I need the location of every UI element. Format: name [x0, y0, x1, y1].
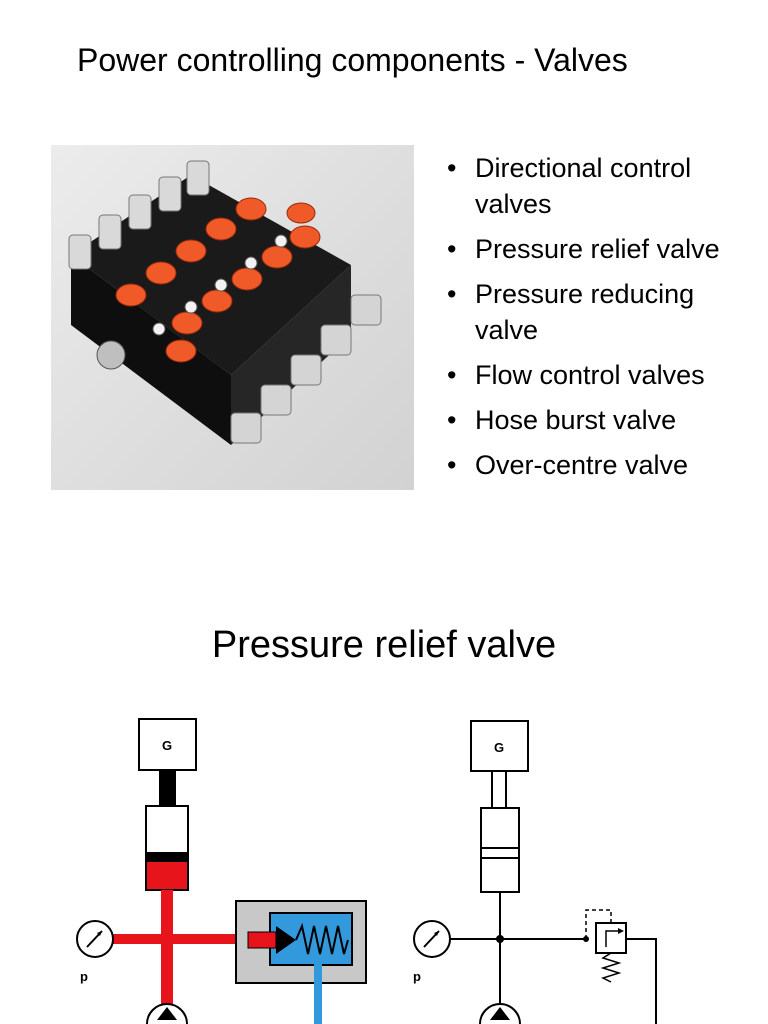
- list-item: Flow control valves: [447, 357, 762, 393]
- cutaway-diagram: G p: [76, 718, 367, 1024]
- relief-valve-symbol: [595, 922, 627, 954]
- spring-icon: [600, 952, 622, 983]
- generator-label: G: [494, 740, 504, 755]
- list-item: Directional control valves: [447, 150, 762, 222]
- slide-pressure-relief: Pressure relief valve G p: [0, 590, 768, 1024]
- symbol-diagram: G p: [413, 720, 657, 1024]
- list-item: Pressure relief valve: [447, 231, 762, 267]
- list-item: Over-centre valve: [447, 447, 762, 483]
- valve-block-photo: [51, 145, 414, 490]
- slide-title: Power controlling components - Valves: [77, 42, 628, 78]
- valve-types-list: Directional control valves Pressure reli…: [447, 150, 762, 492]
- gauge-label: p: [80, 969, 88, 984]
- valve-block-illustration: [68, 160, 382, 445]
- slide-valves-overview: Power controlling components - Valves: [0, 0, 768, 560]
- pressure-relief-diagrams: G p: [76, 718, 657, 1024]
- generator-box: [470, 720, 529, 772]
- spring-icon: [295, 922, 349, 955]
- list-item: Hose burst valve: [447, 402, 762, 438]
- gauge-label: p: [413, 969, 421, 984]
- generator-label: G: [162, 738, 172, 753]
- list-item: Pressure reducing valve: [447, 276, 762, 348]
- slide-title: Pressure relief valve: [211, 624, 557, 666]
